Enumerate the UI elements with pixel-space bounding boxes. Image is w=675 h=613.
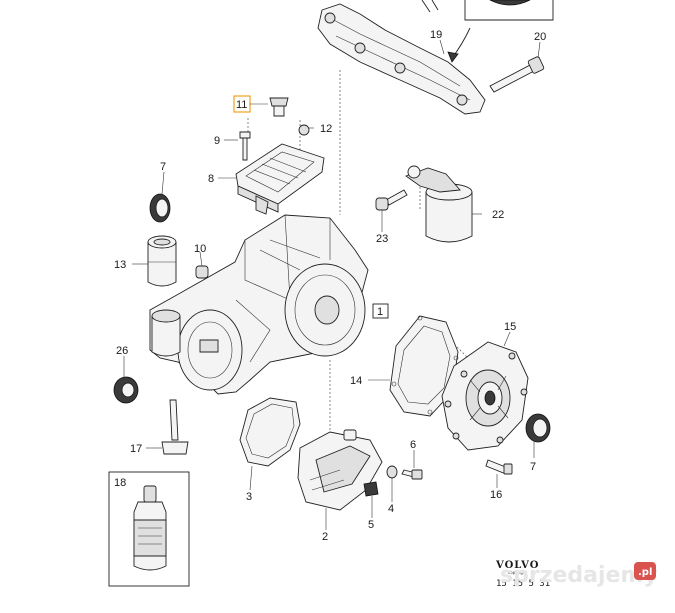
seal-7-upper	[149, 193, 171, 223]
plug-5	[363, 481, 379, 497]
nut-10	[195, 265, 209, 279]
watermark: sprzedajemy .pl	[500, 562, 658, 588]
callout-26: 26	[116, 345, 128, 357]
plug-11	[269, 97, 289, 117]
fluid-bottle-box-18	[108, 471, 190, 587]
callout-10: 10	[194, 243, 206, 255]
seal-26	[113, 376, 139, 404]
callout-14: 14	[350, 375, 362, 387]
callout-3: 3	[246, 491, 252, 503]
brand-block: VOLVO copyright 15 15 5 31	[495, 560, 550, 589]
callout-2: 2	[322, 531, 328, 543]
callout-13: 13	[114, 259, 126, 271]
bolt-6	[401, 469, 423, 480]
washer-4	[386, 465, 398, 479]
callout-7-lower: 7	[530, 461, 536, 473]
callout-18: 18	[114, 477, 126, 489]
diagram-code: 15 15 5 31	[496, 579, 550, 589]
callout-5: 5	[368, 519, 374, 531]
plug-12	[298, 124, 310, 136]
detail-view-box	[447, 0, 554, 63]
brand-name: VOLVO	[495, 560, 539, 571]
brand-subline: copyright	[508, 570, 527, 575]
assembly-label-1	[372, 303, 389, 319]
sensor-cover-2	[297, 429, 383, 511]
gasket-3	[239, 397, 301, 467]
callout-4: 4	[388, 503, 394, 515]
bolt-9	[239, 131, 251, 161]
shaft-17	[161, 399, 189, 455]
callout-22: 22	[492, 209, 504, 221]
callout-11: 11	[236, 99, 247, 111]
callout-7-upper: 7	[160, 161, 166, 173]
bolt-23	[375, 189, 408, 211]
watermark-badge-text: .pl	[638, 567, 652, 578]
callout-12: 12	[320, 123, 332, 135]
housing	[149, 214, 369, 395]
cylinder-22	[405, 165, 473, 243]
callout-17: 17	[130, 443, 142, 455]
callout-8: 8	[208, 173, 214, 185]
cover-plate-15	[441, 341, 529, 451]
watermark-badge	[634, 562, 656, 580]
watermark-text: sprzedajemy	[500, 563, 658, 588]
cover-8	[235, 143, 325, 215]
bolt-16	[485, 459, 513, 475]
callout-20: 20	[534, 31, 546, 43]
callout-23: 23	[376, 233, 388, 245]
bushing-13	[147, 235, 177, 287]
leader-lines	[123, 39, 541, 530]
callout-19: 19	[430, 29, 442, 41]
bracket-19	[317, 0, 486, 115]
callout-16: 16	[490, 489, 502, 501]
callout-9: 9	[214, 135, 220, 147]
callout-6: 6	[410, 439, 416, 451]
bolt-20	[489, 56, 545, 93]
seal-7-lower	[525, 413, 551, 443]
callout-numbers: 11 9 12 8 7 10 13 1 14 15 7 16 26 17 18 …	[114, 29, 546, 543]
assembly-number: 1	[377, 306, 383, 318]
callout-15: 15	[504, 321, 516, 333]
